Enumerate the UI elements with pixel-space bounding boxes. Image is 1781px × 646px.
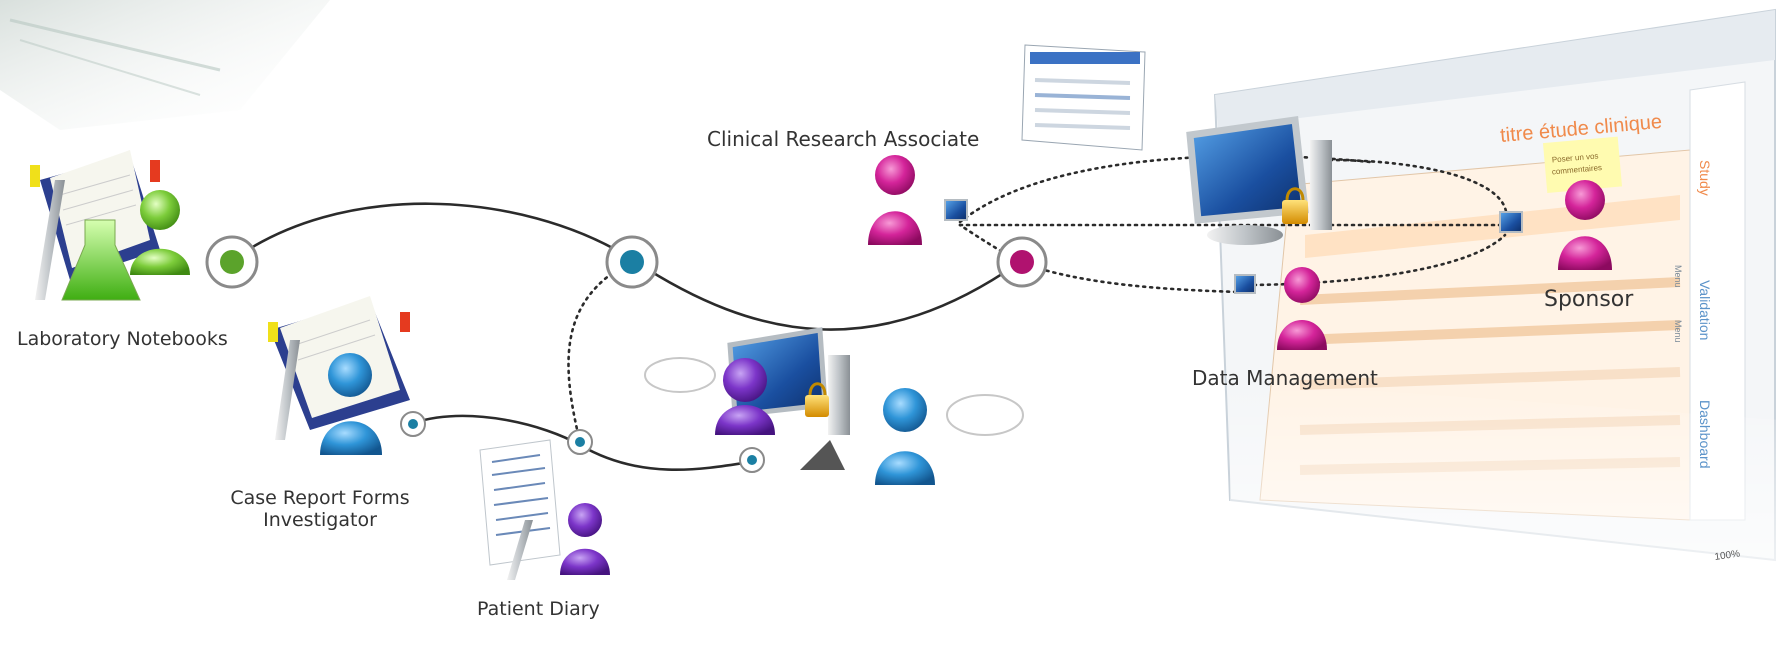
node-small-diary (567, 429, 593, 455)
label-laboratory-notebooks: Laboratory Notebooks (17, 328, 228, 350)
laboratory-notebook-icon (30, 150, 190, 301)
tab-validation: Validation (1697, 280, 1713, 340)
cra-document-thumbnail (1021, 44, 1146, 151)
clinical-research-associate-icon (868, 155, 968, 245)
dotted-path-node-dm (1018, 260, 1242, 294)
tab-study: Study (1697, 160, 1713, 196)
data-management-server-icon (1186, 116, 1332, 350)
patient-diary-icon (479, 439, 610, 580)
screen-status-zoom: 100% (1714, 549, 1741, 563)
label-clinical-research-associate: Clinical Research Associate (707, 127, 980, 151)
node-small-end (739, 447, 765, 473)
background-paper-decoration (0, 0, 330, 130)
dotted-path-left (567, 260, 632, 444)
side-tab-menu-2: Menu (1673, 320, 1683, 343)
node-small-crf (400, 411, 426, 437)
node-teal (605, 235, 659, 289)
tab-dashboard: Dashboard (1697, 400, 1713, 469)
side-tab-menu-1: Menu (1673, 265, 1683, 288)
sticky-note-line1: Poser un vos (1551, 151, 1598, 164)
label-patient-diary: Patient Diary (477, 598, 600, 620)
study-application-screen (1213, 8, 1780, 646)
label-case-report-forms: Case Report Forms Investigator (220, 487, 420, 531)
dotted-path-cra-top (958, 154, 1372, 224)
label-crf-line1: Case Report Forms (230, 487, 410, 509)
label-crf-line2: Investigator (263, 509, 377, 531)
dotted-path-dm-bottom (1238, 233, 1507, 287)
node-magenta (996, 236, 1048, 288)
node-green (205, 235, 259, 289)
sticky-note-line2: commentaires (1551, 163, 1602, 176)
dotted-path-dm-top (1328, 158, 1508, 227)
label-sponsor: Sponsor (1544, 287, 1634, 312)
sponsor-icon (1499, 180, 1612, 270)
case-report-forms-icon (268, 296, 410, 455)
investigator-workstation-icon (644, 327, 1024, 485)
label-data-management: Data Management (1192, 366, 1378, 390)
sticky-note (1542, 136, 1623, 193)
